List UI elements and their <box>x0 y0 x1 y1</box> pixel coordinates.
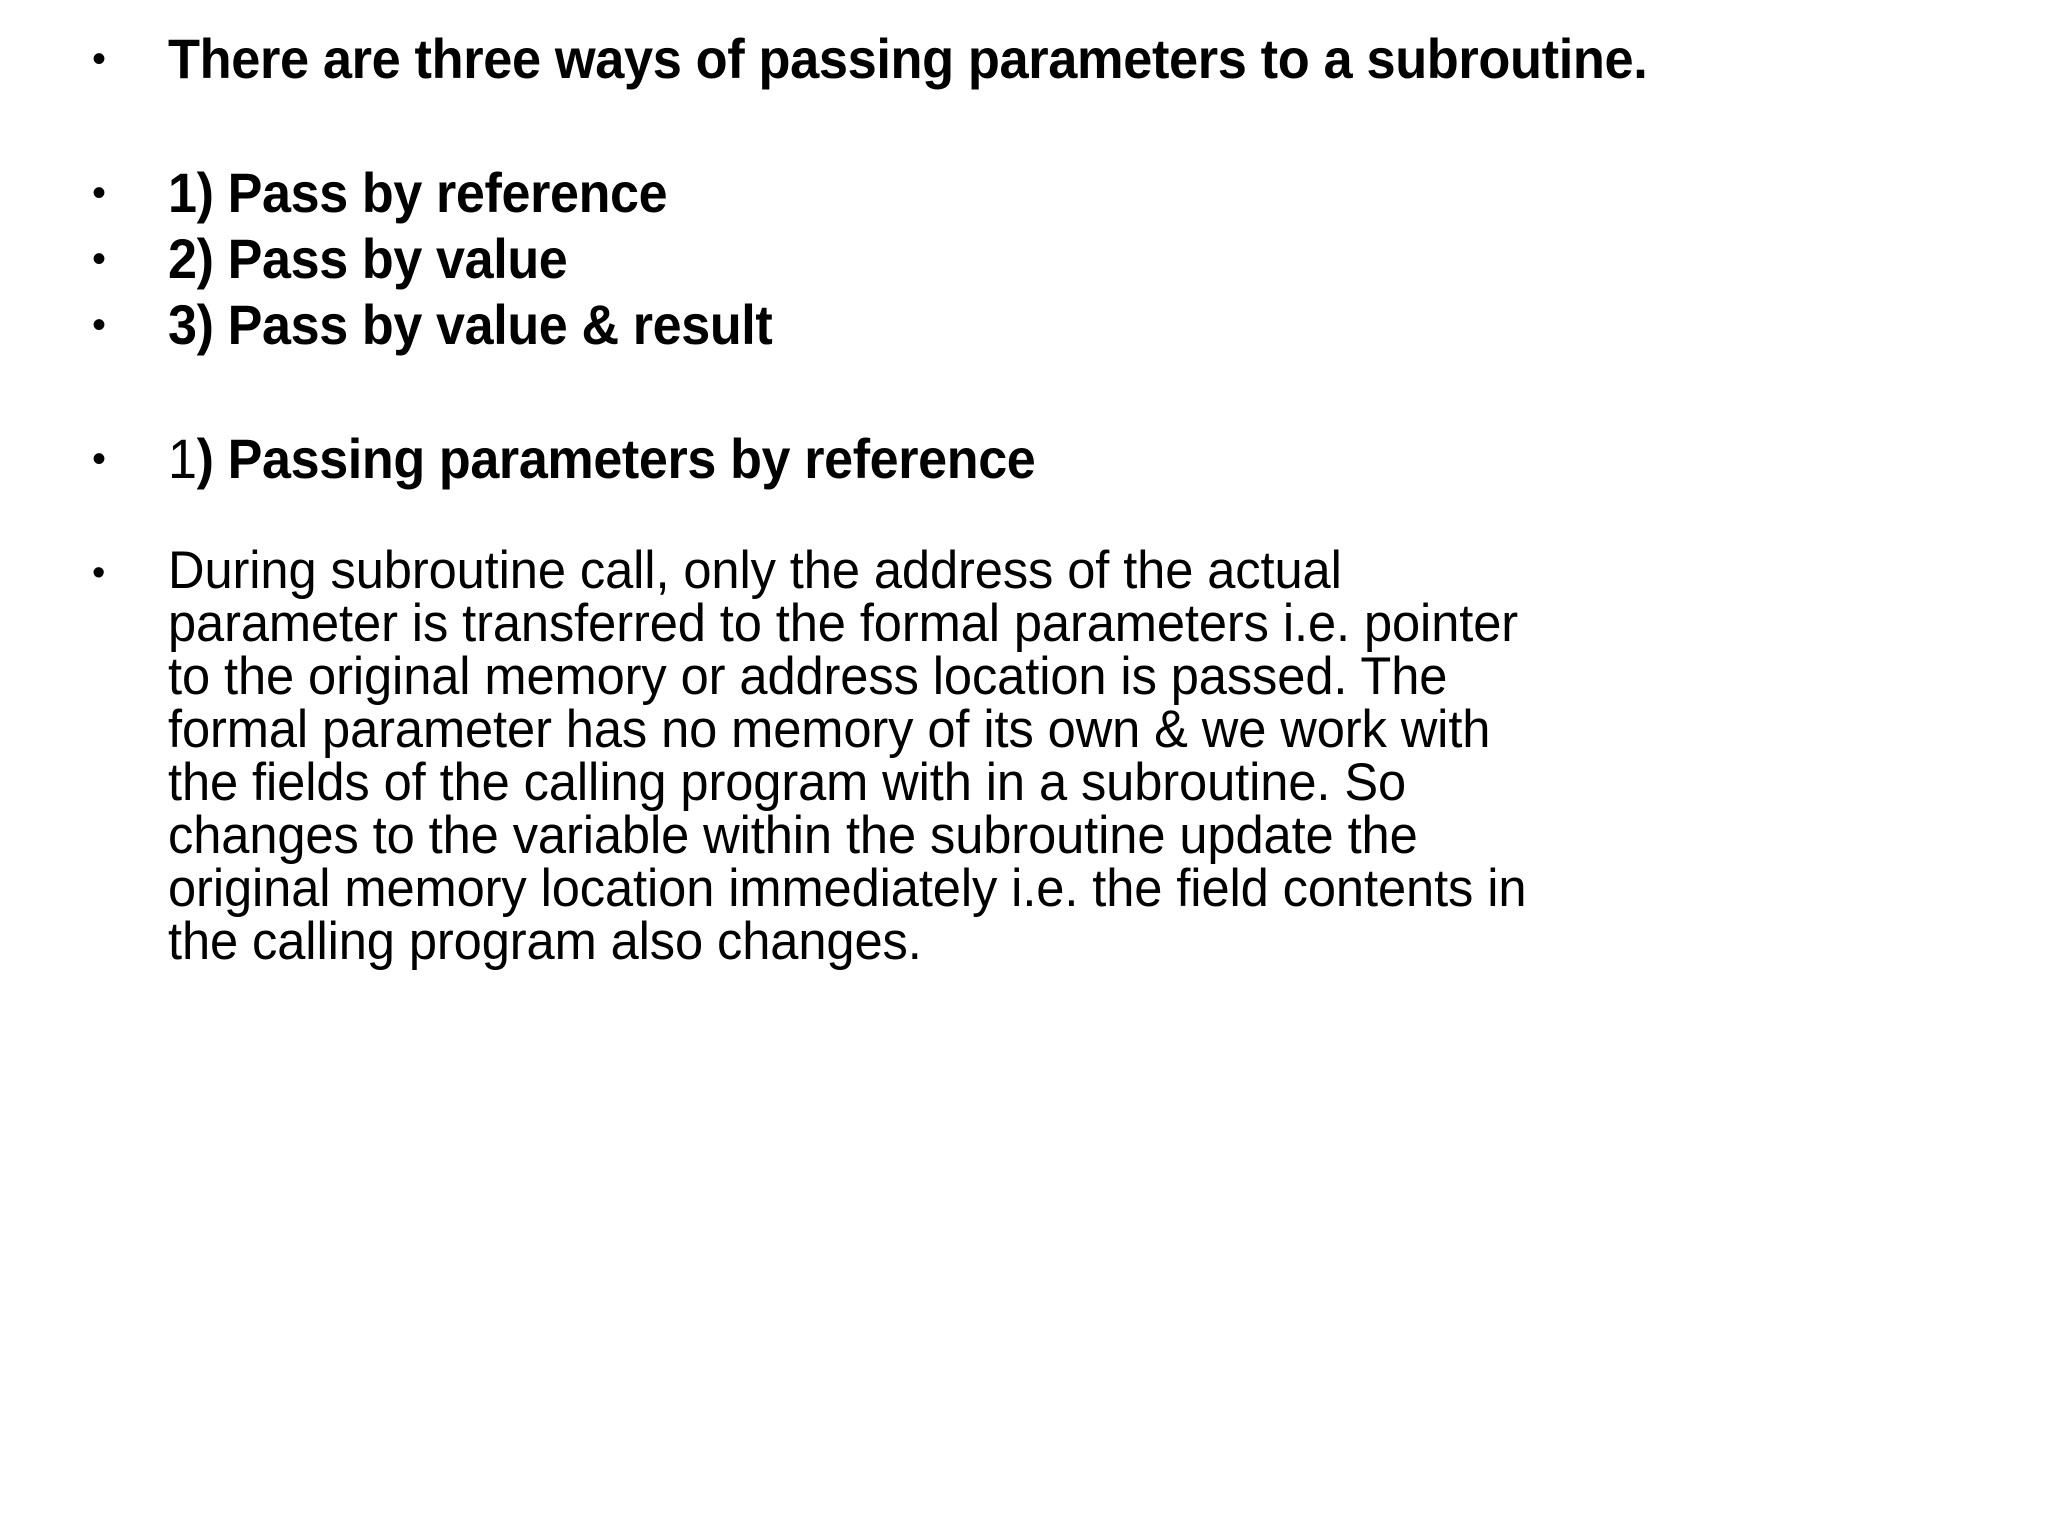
bullet-item-description: • During subroutine call, only the addre… <box>0 544 2048 968</box>
bullet-item-pass-by-reference-label: 1) Pass by reference <box>168 161 668 224</box>
paragraph-line: the calling program also changes. <box>168 912 922 971</box>
bullet-point-icon: • <box>92 171 106 215</box>
bullet-item-pass-by-reference: • 1) Pass by reference <box>0 160 2048 226</box>
bullet-point-icon: • <box>92 552 106 594</box>
blank-line-spacer-1 <box>0 92 2048 160</box>
bullet-item-pass-by-value-result-label: 3) Pass by value & result <box>168 293 773 356</box>
paragraph-line: to the original memory or address locati… <box>168 647 1448 706</box>
section-heading-number: 1 <box>168 427 197 490</box>
bullet-point-icon: • <box>92 37 106 81</box>
paragraph-line: the fields of the calling program with i… <box>168 753 1407 812</box>
slide-content-body: • There are three ways of passing parame… <box>0 26 2048 968</box>
bullet-point-icon: • <box>92 437 106 481</box>
paragraph-line: formal parameter has no memory of its ow… <box>168 700 1491 759</box>
bullet-item-intro: • There are three ways of passing parame… <box>0 26 2048 92</box>
bullet-point-icon: • <box>92 303 106 347</box>
section-heading-text: 1) Passing parameters by reference <box>168 426 1036 492</box>
bullet-item-section-heading: • 1) Passing parameters by reference <box>0 426 2048 492</box>
paragraph-line: During subroutine call, only the address… <box>168 541 1342 600</box>
bullet-item-pass-by-value-label: 2) Pass by value <box>168 227 568 290</box>
paragraph-line: changes to the variable within the subro… <box>168 806 1418 865</box>
paragraph-line: original memory location immediately i.e… <box>168 859 1527 918</box>
paragraph-line: parameter is transferred to the formal p… <box>168 594 1519 653</box>
bullet-item-intro-label: There are three ways of passing paramete… <box>168 27 1648 90</box>
blank-line-spacer-3 <box>0 492 2048 544</box>
bullet-item-pass-by-value: • 2) Pass by value <box>0 226 2048 292</box>
bullet-item-pass-by-value-result: • 3) Pass by value & result <box>0 292 2048 358</box>
description-paragraph: During subroutine call, only the address… <box>168 544 2045 968</box>
section-heading-label: ) Passing parameters by reference <box>196 427 1036 490</box>
bullet-point-icon: • <box>92 237 106 281</box>
blank-line-spacer-2 <box>0 358 2048 426</box>
